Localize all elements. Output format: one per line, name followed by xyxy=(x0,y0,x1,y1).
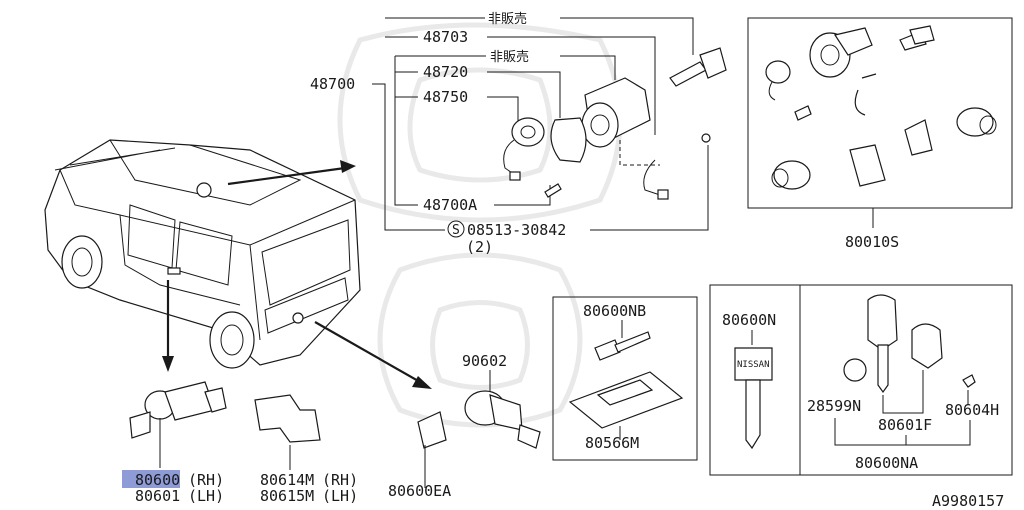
diagram-id: A9980157 xyxy=(932,492,1004,510)
kit-80010s-parts xyxy=(765,25,997,228)
ignition-labels: 非販売 48703 非販売 48720 48700 48750 48700A S… xyxy=(310,11,566,256)
label-48700: 48700 xyxy=(310,75,355,93)
back-door-cylinder xyxy=(417,390,541,449)
door-cylinder xyxy=(129,381,227,439)
label-80600NB: 80600NB xyxy=(583,302,646,320)
ignition-parts xyxy=(503,47,727,200)
key-brand-text: NISSAN xyxy=(737,360,770,370)
ignition-group-lines xyxy=(372,17,709,231)
label-80600-rh: (RH) xyxy=(188,471,224,489)
label-80604H: 80604H xyxy=(945,401,999,419)
door-lock-bracket xyxy=(254,394,321,443)
label-80614M-rh: (RH) xyxy=(322,471,358,489)
label-90602: 90602 xyxy=(462,352,507,370)
label-28599N: 28599N xyxy=(807,397,861,415)
watermark-emblem xyxy=(337,22,623,428)
kit-80010s-box xyxy=(747,17,1013,209)
key-blank-box xyxy=(552,296,698,461)
key-set-parts xyxy=(843,294,976,394)
key-set-box xyxy=(709,284,1013,476)
label-48750: 48750 xyxy=(423,88,468,106)
key-80600n: NISSAN xyxy=(734,330,773,450)
label-80614M: 80614M xyxy=(260,471,314,489)
label-non-sale-top: 非販売 xyxy=(488,11,527,27)
label-non-sale-mid: 非販売 xyxy=(490,49,529,65)
label-80600EA: 80600EA xyxy=(388,482,451,500)
vehicle-suv-illustration xyxy=(44,139,361,369)
s-mark: S xyxy=(452,223,460,238)
label-80601-lh: (LH) xyxy=(188,487,224,505)
highlight-80600 xyxy=(122,470,180,488)
s-mark-circle xyxy=(447,220,465,238)
label-80566M: 80566M xyxy=(585,434,639,452)
label-08513-30842: 08513-30842 xyxy=(467,221,566,239)
label-48700A: 48700A xyxy=(423,196,477,214)
arrows xyxy=(162,160,432,389)
label-48720: 48720 xyxy=(423,63,468,81)
label-48703: 48703 xyxy=(423,28,468,46)
label-80601F: 80601F xyxy=(878,416,932,434)
key-blank-parts xyxy=(568,331,684,429)
label-80600: 80600 xyxy=(135,471,180,489)
label-80600NA: 80600NA xyxy=(855,454,918,472)
label-08513-qty: (2) xyxy=(466,238,493,256)
label-80010S: 80010S xyxy=(845,233,899,251)
label-80615M: 80615M xyxy=(260,487,314,505)
label-80600N: 80600N xyxy=(722,311,776,329)
label-80615M-lh: (LH) xyxy=(322,487,358,505)
label-80601: 80601 xyxy=(135,487,180,505)
